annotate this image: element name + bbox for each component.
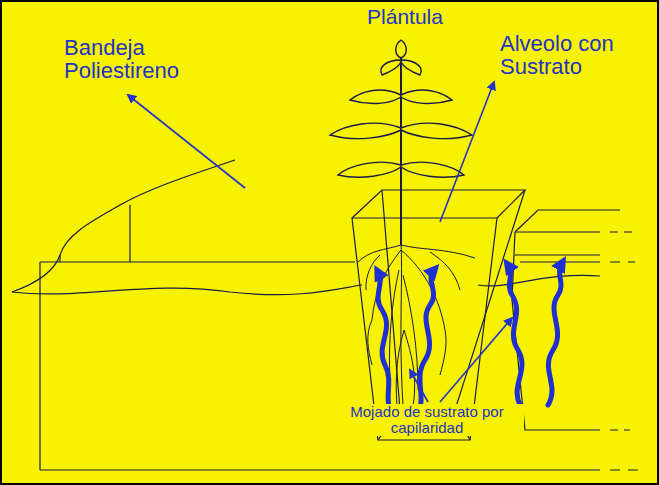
leader-arrows (128, 82, 512, 402)
tray-label: Bandeja Poliestireno (64, 36, 254, 82)
roots (358, 240, 475, 420)
capillary-arrows (378, 263, 562, 420)
seedling-label: Plántula (340, 6, 470, 28)
cell-label: Alveolo con Sustrato (500, 32, 655, 78)
tray-outline (12, 160, 640, 470)
capillarity-label: Mojado de sustrato por capilaridad (330, 404, 524, 436)
seedling (330, 40, 472, 245)
